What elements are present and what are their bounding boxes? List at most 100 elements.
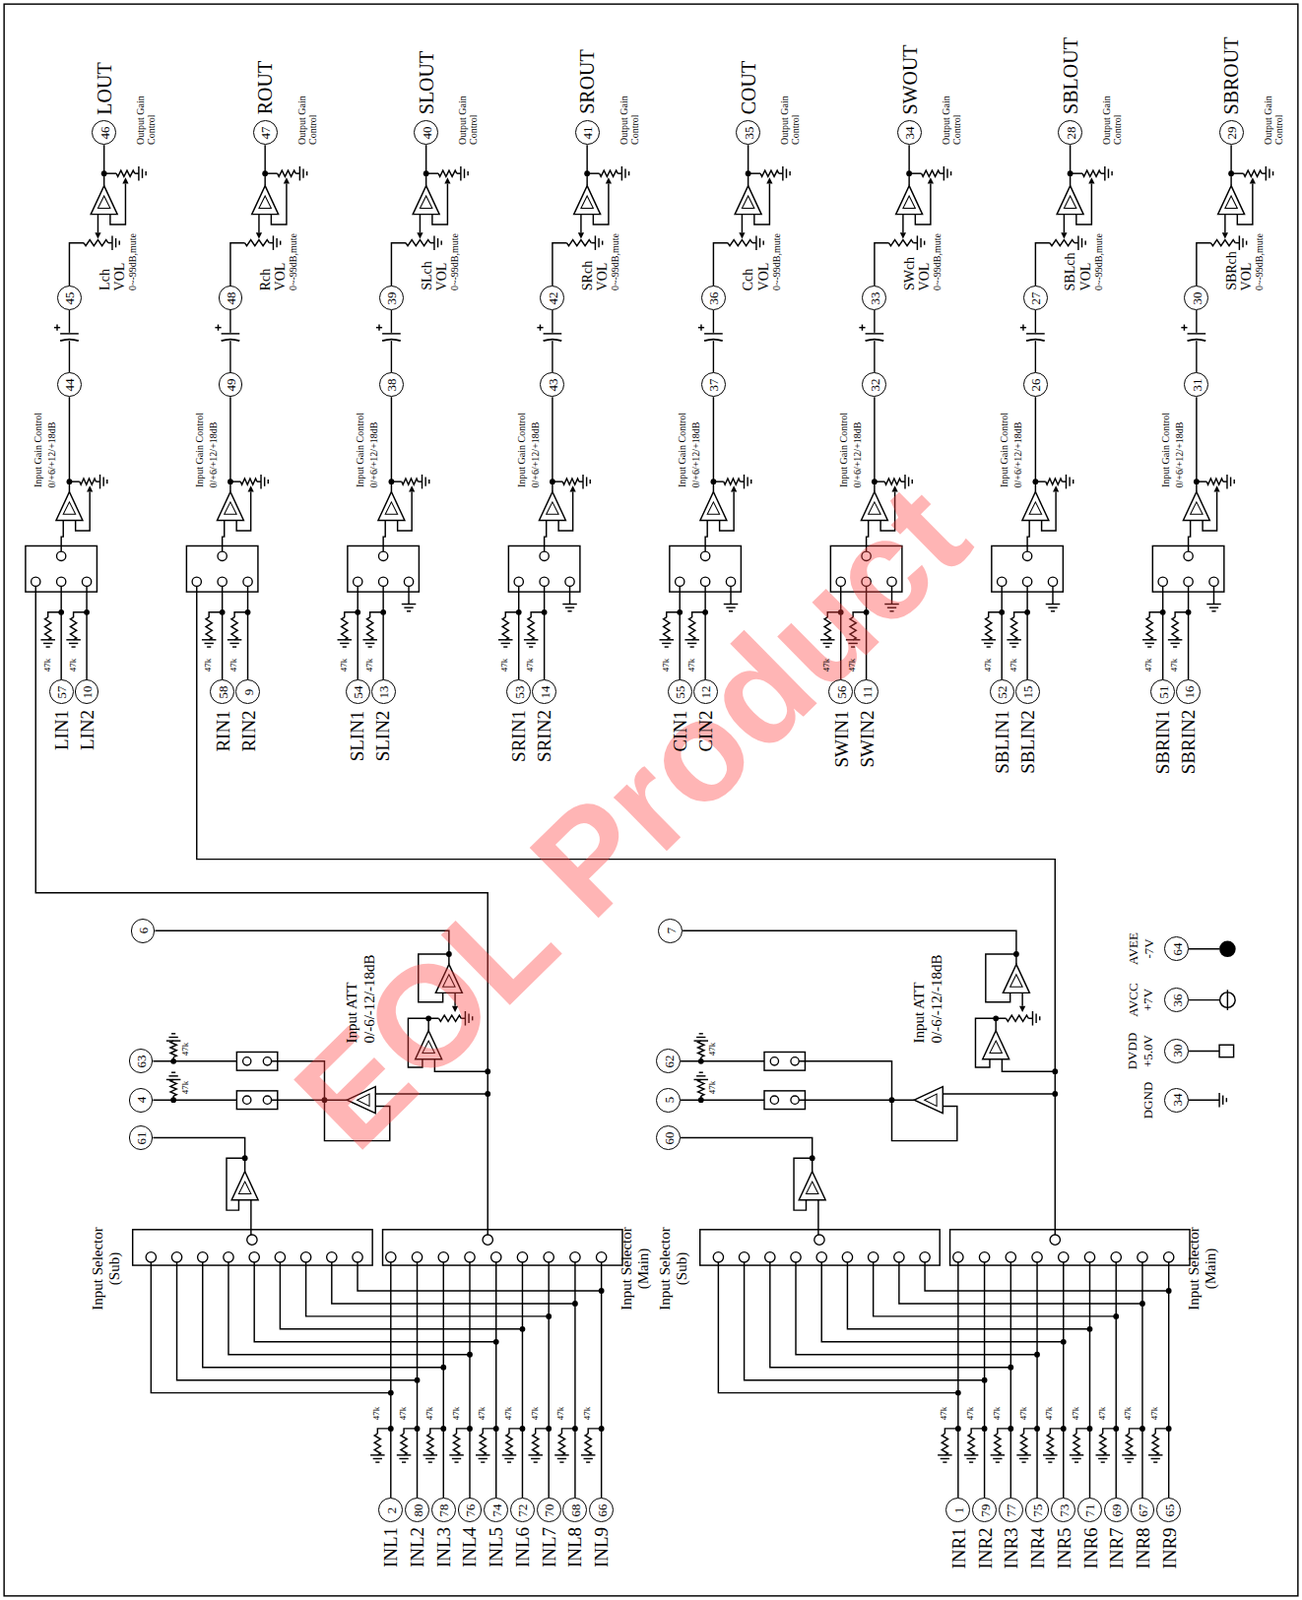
resistor-symbol — [1020, 1433, 1027, 1456]
ground-symbol — [279, 241, 281, 246]
pin-number: 56 — [834, 685, 847, 699]
wire — [221, 585, 223, 680]
ground-symbol — [502, 1454, 518, 1456]
pin-number-circle: 48 — [218, 285, 244, 311]
pin-number-circle: 13 — [371, 679, 396, 705]
switch-contact — [1209, 577, 1219, 586]
ground-symbol — [728, 610, 733, 612]
volume-label: VOL — [435, 261, 450, 291]
ground-symbol — [584, 1458, 593, 1460]
resistor-value: 47k — [847, 658, 857, 673]
output-switch — [236, 1051, 277, 1071]
resistor-symbol — [1243, 170, 1263, 177]
resistor-value: 47k — [501, 658, 511, 673]
wire — [1188, 518, 1191, 552]
opamp-inner-symbol — [419, 195, 432, 208]
wire — [103, 144, 105, 186]
ground-symbol — [594, 235, 596, 251]
resistor-value: 47k — [1150, 1407, 1160, 1422]
wire — [741, 212, 743, 234]
opamp-inner-symbol — [707, 502, 719, 515]
selector-name: Input Selector (Main) — [1185, 1219, 1219, 1318]
ground-symbol — [263, 476, 265, 486]
wiper-arrow — [1019, 1006, 1026, 1013]
switch-contact — [197, 1252, 208, 1263]
wire — [430, 1429, 444, 1434]
pin-number-circle: 9 — [235, 679, 261, 705]
resistor-symbol — [994, 1433, 1001, 1456]
wire — [495, 1262, 497, 1498]
input-pin-name: INL9 — [591, 1527, 611, 1568]
ground-symbol — [229, 643, 239, 645]
channel-name: SBLch — [1064, 252, 1079, 291]
ground-symbol — [401, 1461, 406, 1463]
switch-contact — [57, 551, 66, 561]
attenuator-range: 0/-6/-12/-18dB — [362, 954, 378, 1043]
ground-symbol — [696, 1075, 706, 1077]
wire — [403, 1429, 417, 1434]
ground-symbol — [1272, 171, 1274, 176]
resistor-symbol — [69, 617, 76, 641]
switch-contact — [464, 1252, 475, 1263]
switch-contact — [570, 1252, 581, 1263]
resistor-symbol — [374, 1433, 381, 1456]
capacitor-wire — [390, 310, 392, 373]
wire — [1149, 612, 1163, 618]
wiper-arrow — [1213, 485, 1220, 492]
ground-symbol — [299, 166, 301, 182]
wire — [530, 612, 544, 618]
switch-contact — [386, 1252, 396, 1263]
gain-range: 0/+6/+12/+18dB — [692, 421, 703, 488]
junction-dot — [388, 1390, 394, 1397]
wire — [1069, 144, 1071, 186]
wire — [250, 1200, 252, 1236]
resistor-symbol — [1171, 617, 1178, 641]
input-selector-sub — [700, 1230, 940, 1266]
ground-symbol — [601, 241, 603, 246]
ground-symbol — [1126, 1461, 1131, 1463]
volume-label: VOL — [757, 261, 772, 291]
pin-number-circle: 58 — [209, 679, 235, 705]
capacitor-gap — [701, 332, 726, 341]
plus-mark — [378, 325, 380, 331]
pin-number-circle: 27 — [1023, 285, 1048, 311]
wire — [790, 1099, 914, 1101]
wire — [456, 1429, 470, 1434]
wiper-arrow — [1052, 485, 1059, 492]
volume-range: 0~-99dB,mute — [932, 233, 943, 291]
wire — [97, 212, 99, 234]
resistor-value: 47k — [1170, 658, 1179, 673]
pin-number: 71 — [1083, 1503, 1097, 1517]
ground-symbol — [980, 639, 996, 641]
output-switch — [764, 1091, 805, 1110]
ground-symbol — [969, 1461, 974, 1463]
switch-contact — [867, 1252, 878, 1263]
resistor-symbol — [79, 478, 97, 485]
ground-symbol — [937, 1454, 953, 1456]
ground-symbol — [302, 169, 304, 179]
wire — [150, 1262, 391, 1394]
pin-number: 55 — [673, 685, 687, 699]
wire — [1213, 585, 1215, 604]
ground-symbol — [1045, 1458, 1055, 1460]
ground-symbol — [370, 1454, 386, 1456]
wiper-arrow — [578, 232, 585, 239]
wiper-arrow — [248, 485, 255, 492]
pin-number-circle: 11 — [853, 679, 879, 705]
pin-number: 13 — [377, 685, 391, 699]
wire — [682, 930, 1017, 965]
pin-number: 72 — [516, 1503, 529, 1517]
pin-number-circle: 14 — [531, 679, 557, 705]
resistor-symbol — [277, 170, 297, 177]
plus-mark — [1183, 325, 1185, 331]
resistor-symbol — [1011, 617, 1018, 641]
input-pin-name: INR4 — [1028, 1527, 1047, 1569]
switch-contact — [403, 577, 413, 586]
wire — [357, 1262, 602, 1292]
ground-symbol — [1074, 1461, 1079, 1463]
gain-control-note: Input Gain Control — [355, 412, 366, 488]
ground-symbol — [1069, 1454, 1085, 1456]
ground-symbol — [1072, 479, 1074, 484]
resistor-value: 47k — [1098, 1407, 1107, 1422]
wiper-arrow — [444, 177, 451, 184]
